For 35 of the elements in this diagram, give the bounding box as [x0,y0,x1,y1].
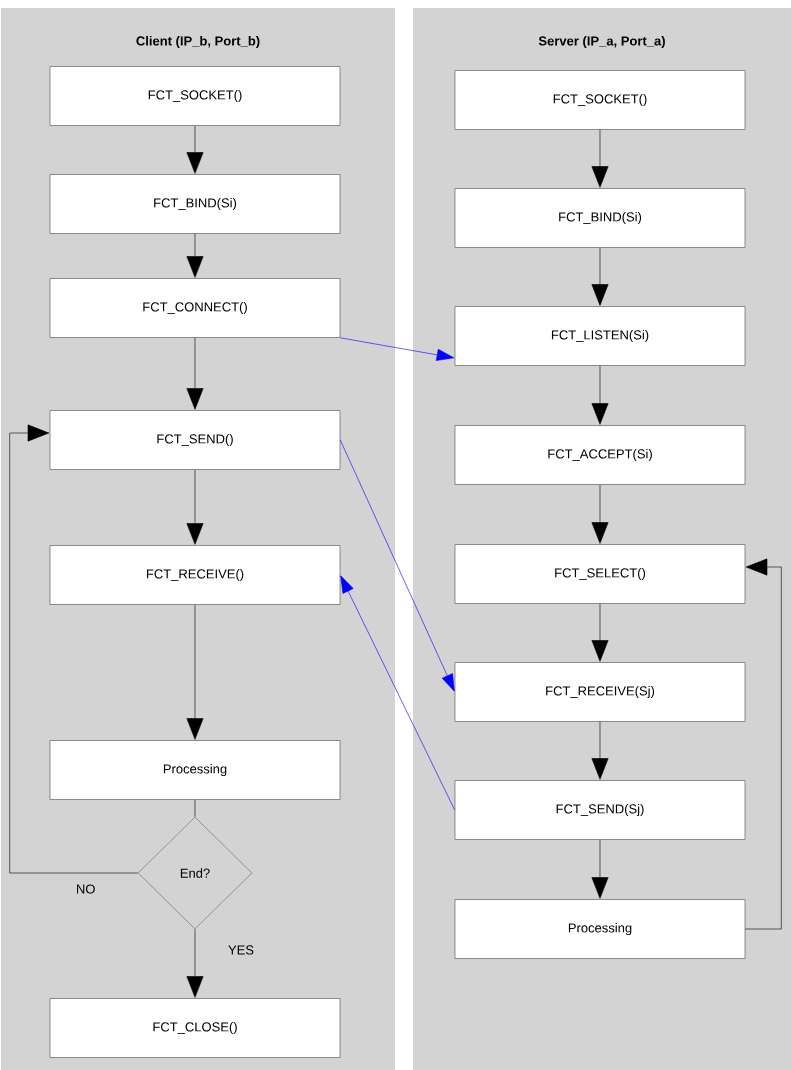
arrow [186,469,204,545]
process-box: FCT_RECEIVE() [49,545,341,605]
process-box: FCT_CLOSE() [49,998,341,1058]
edge-label: YES [226,943,256,957]
edge-label: NO [73,882,98,896]
process-box: FCT_RECEIVE(Sj) [454,662,746,722]
arrow [745,558,782,930]
arrow [186,337,204,410]
process-box: FCT_ACCEPT(Si) [454,425,746,485]
process-box: FCT_CONNECT() [49,278,341,338]
arrow [186,929,204,998]
arrow [591,839,609,899]
process-box: FCT_BIND(Si) [49,174,341,234]
process-box: Processing [454,899,746,959]
process-box: FCT_SEND() [49,410,341,470]
arrow [186,604,204,740]
process-box: FCT_BIND(Si) [454,188,746,248]
arrow [591,603,609,662]
arrow [591,247,609,306]
arrow [340,575,455,811]
arrow [591,484,609,544]
arrow [591,129,609,188]
arrow [186,125,204,174]
arrow [591,365,609,425]
process-box: FCT_SEND(Sj) [454,780,746,840]
arrow [186,233,204,278]
process-box: FCT_LISTEN(Si) [454,306,746,366]
process-box: FCT_SELECT() [454,544,746,604]
process-box: FCT_SOCKET() [454,70,746,130]
process-box: FCT_SOCKET() [49,66,341,126]
arrow [9,424,138,874]
arrow [591,721,609,780]
process-box: Processing [49,740,341,800]
arrow [340,337,455,361]
arrow [340,439,455,692]
